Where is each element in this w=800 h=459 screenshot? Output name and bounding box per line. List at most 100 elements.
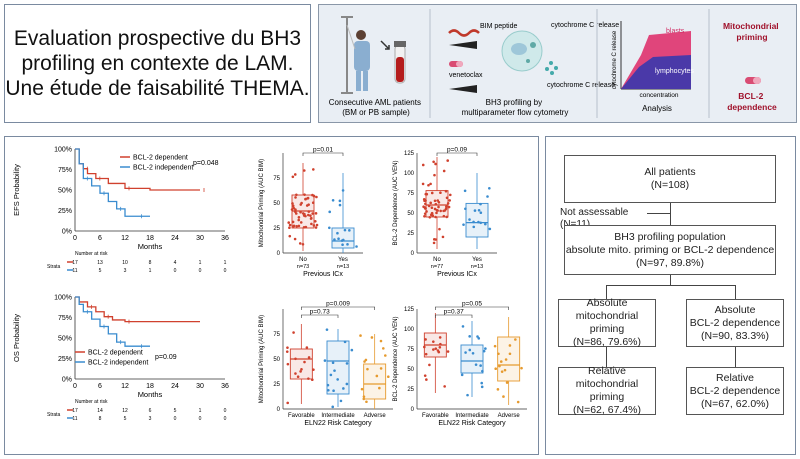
box-point	[472, 225, 476, 229]
box-pvalue-bracket	[436, 152, 478, 156]
cyto-c-dots-icon	[545, 61, 558, 75]
km-risk-value: 5	[99, 268, 102, 274]
box-point	[301, 242, 305, 246]
box-point	[342, 387, 345, 390]
box-point	[299, 210, 302, 214]
box-point	[362, 395, 366, 398]
box-point	[311, 201, 315, 205]
box-point	[327, 388, 330, 392]
box-point	[286, 401, 290, 405]
box-point	[446, 159, 450, 162]
km-x-tick-label: 12	[121, 235, 129, 242]
box-point	[331, 361, 335, 365]
box-point	[379, 339, 383, 343]
km-pvalue: p=0.048	[193, 160, 219, 167]
box-pvalue-label: p=0.01	[313, 147, 333, 154]
km-x-tick-label: 18	[146, 235, 154, 242]
box-point	[343, 228, 347, 232]
box-point	[326, 383, 330, 387]
box-point	[288, 226, 291, 230]
gradient-wedge-icon	[449, 41, 477, 49]
box-point	[287, 221, 291, 224]
box-pvalue-bracket	[435, 306, 509, 310]
fc-bh3-population-text: BH3 profiling population absolute mito. …	[565, 230, 775, 269]
box-y-tick-label: 25	[273, 382, 280, 388]
box-y-tick-label: 50	[407, 211, 414, 217]
box-point	[504, 358, 508, 361]
km-risk-value: 0	[224, 408, 227, 414]
box-point	[348, 229, 351, 232]
box-point	[379, 367, 383, 370]
box-point	[293, 237, 297, 241]
box-x-tick-label: Intermediate	[455, 413, 489, 419]
box-point	[304, 197, 307, 201]
fc-rel-mito-text: Relative mitochondrial priming (N=62, 67…	[573, 365, 641, 416]
km-risk-value: 13	[97, 260, 103, 266]
km-pvalue: p=0.09	[155, 354, 177, 361]
box-rect	[465, 202, 489, 238]
box-point	[477, 220, 480, 224]
box-point	[288, 223, 292, 227]
km-risk-value: 6	[149, 408, 152, 414]
fc-rel-bcl2: Relative BCL-2 dependence (N=67, 62.0%)	[686, 367, 784, 415]
box-y-tick-label: 75	[407, 191, 414, 197]
arrow-icon	[380, 40, 390, 50]
box-x-label: ELN22 Risk Category	[438, 420, 506, 427]
box-x-tick-label: Yes	[338, 257, 348, 263]
box-point	[378, 386, 381, 390]
box-point	[445, 196, 449, 200]
box-point	[497, 352, 500, 356]
box-point	[433, 207, 437, 211]
box-point	[436, 349, 440, 352]
box-y-tick-label: 25	[407, 231, 414, 237]
box-point	[432, 160, 435, 164]
box-pvalue-bracket	[302, 152, 344, 156]
km-x-tick-label: 30	[196, 235, 204, 242]
km-risk-value: 12	[122, 408, 128, 414]
box-point	[323, 359, 327, 362]
box-point	[384, 354, 387, 357]
box-pvalue-label: p=0.009	[326, 301, 350, 308]
km-risk-value: 1	[149, 268, 152, 274]
box-y-tick-label: 100	[404, 171, 415, 177]
km-x-label: Months	[138, 390, 163, 399]
km-x-tick-label: 0	[73, 235, 77, 242]
km-risk-value: 1	[224, 260, 227, 266]
box-point	[341, 243, 344, 247]
km-y-label: EFS Probability	[12, 164, 21, 216]
box-y-tick-label: 25	[407, 387, 414, 393]
km-x-tick-label: 0	[73, 383, 77, 390]
km-risk-value: 17	[72, 260, 78, 266]
box-y-tick-label: 100	[404, 327, 415, 333]
box-point	[294, 212, 298, 215]
box-point	[477, 208, 481, 212]
km-x-tick-label: 30	[196, 383, 204, 390]
fc-rel-bcl2-text: Relative BCL-2 dependence (N=67, 62.0%)	[689, 371, 781, 410]
km-risk-value: 4	[174, 260, 177, 266]
box-rect	[460, 344, 484, 374]
box-n-label: n=13	[471, 264, 483, 270]
out-bcl2-line1: BCL-2	[738, 91, 763, 101]
box-point	[434, 215, 437, 219]
box-point	[462, 223, 465, 226]
analysis-chart	[620, 21, 691, 90]
km-y-tick-label: 0%	[62, 377, 72, 384]
km-risk-value: 17	[72, 408, 78, 414]
box-point	[375, 374, 379, 378]
box-y-tick-label: 50	[273, 201, 280, 207]
bim-peptide-label: BIM peptide	[480, 23, 517, 30]
box-point	[294, 208, 297, 211]
box-point	[464, 207, 467, 211]
box-point	[302, 169, 306, 172]
patient-icon	[341, 16, 370, 94]
box-point	[423, 214, 426, 218]
km-risk-value: 8	[149, 260, 152, 266]
box-point	[432, 241, 436, 245]
box-x-tick-label: No	[433, 257, 441, 263]
box-point	[329, 373, 333, 377]
out-priming-line2: priming	[736, 32, 767, 42]
km-y-tick-label: 25%	[58, 356, 72, 363]
box-point	[297, 216, 301, 219]
box-point	[311, 212, 314, 215]
